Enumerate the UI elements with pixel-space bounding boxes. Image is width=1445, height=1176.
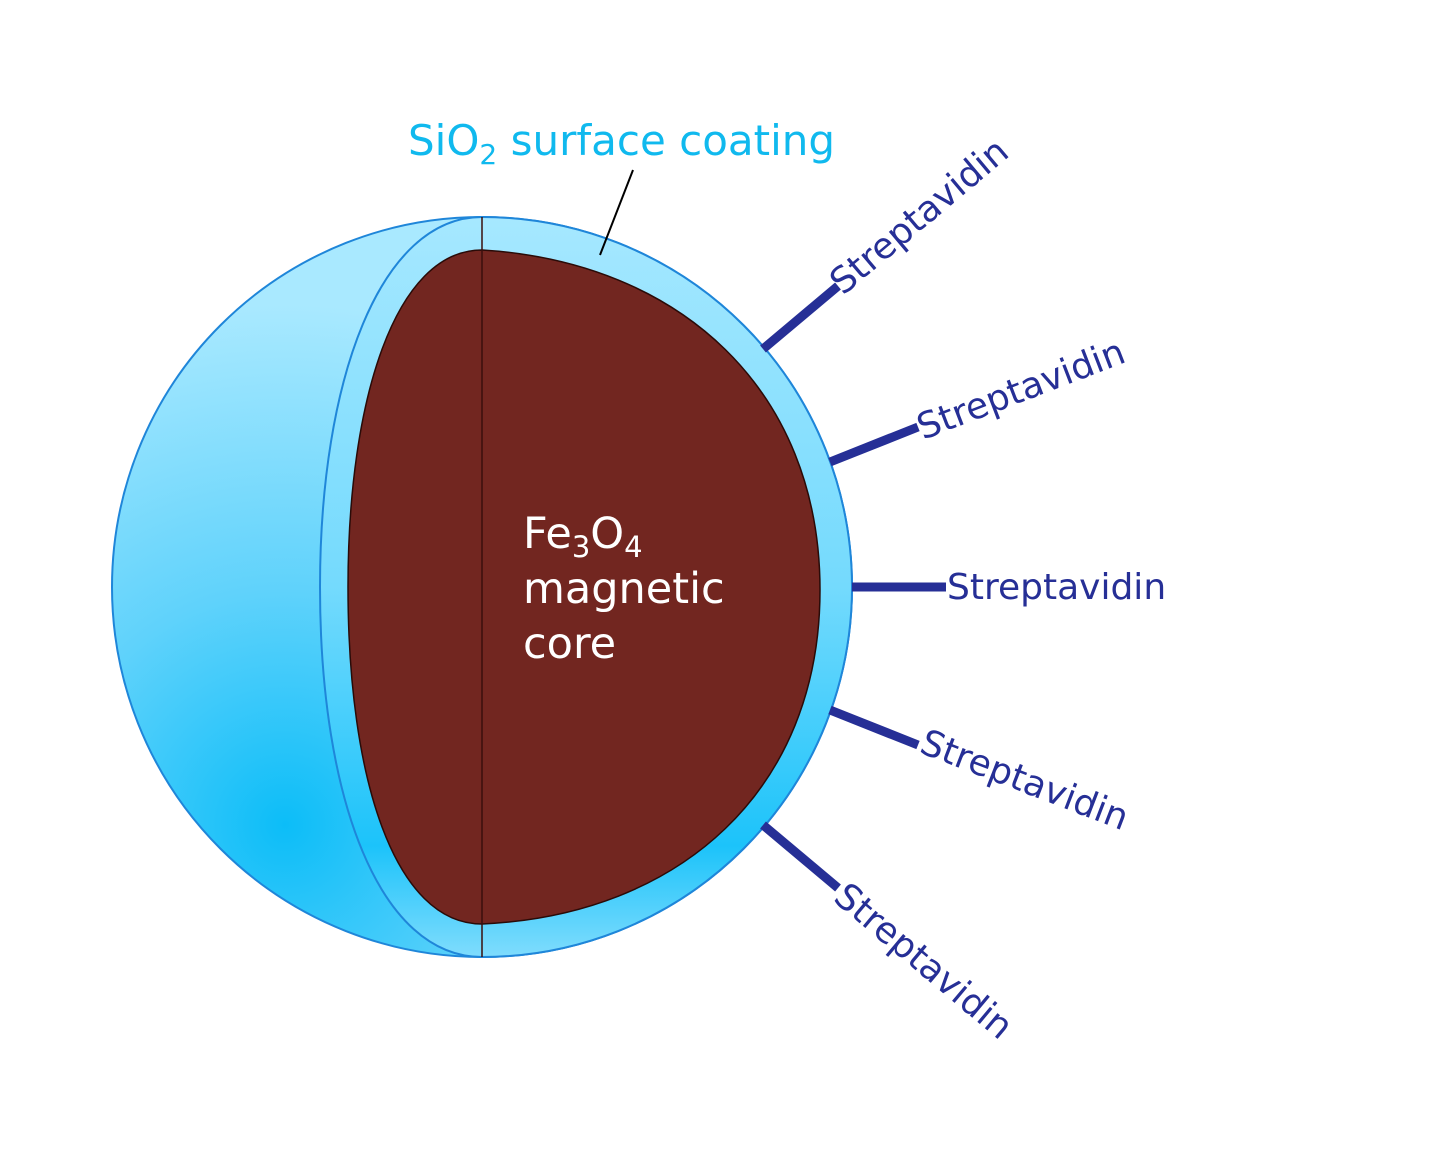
- core-formula-sub3: 3: [572, 530, 590, 564]
- coating-label-prefix: SiO: [408, 116, 479, 165]
- core-formula-label: Fe3O4: [523, 509, 643, 564]
- core-formula-fe: Fe: [523, 509, 572, 559]
- core-label-magnetic: magnetic: [523, 564, 725, 614]
- streptavidin-label: Streptavidin: [915, 722, 1134, 839]
- coating-label-suffix: surface coating: [497, 116, 835, 165]
- coating-label: SiO2 surface coating: [408, 116, 835, 171]
- coating-leader-line: [599, 169, 634, 256]
- core-label-core: core: [523, 619, 616, 669]
- magnetic-core: [347, 249, 821, 925]
- streptavidin-label: Streptavidin: [826, 875, 1020, 1047]
- streptavidin-label: Streptavidin: [822, 131, 1016, 303]
- core-formula-o: O: [590, 509, 624, 559]
- linker-bar: [828, 705, 920, 750]
- streptavidin-label: Streptavidin: [947, 567, 1166, 608]
- coating-label-subscript: 2: [479, 138, 497, 171]
- linker-bar: [828, 422, 920, 467]
- linker-bar: [760, 282, 841, 353]
- core-formula-sub4: 4: [624, 530, 642, 564]
- streptavidin-label: Streptavidin: [912, 332, 1131, 449]
- linker-bar: [760, 821, 841, 892]
